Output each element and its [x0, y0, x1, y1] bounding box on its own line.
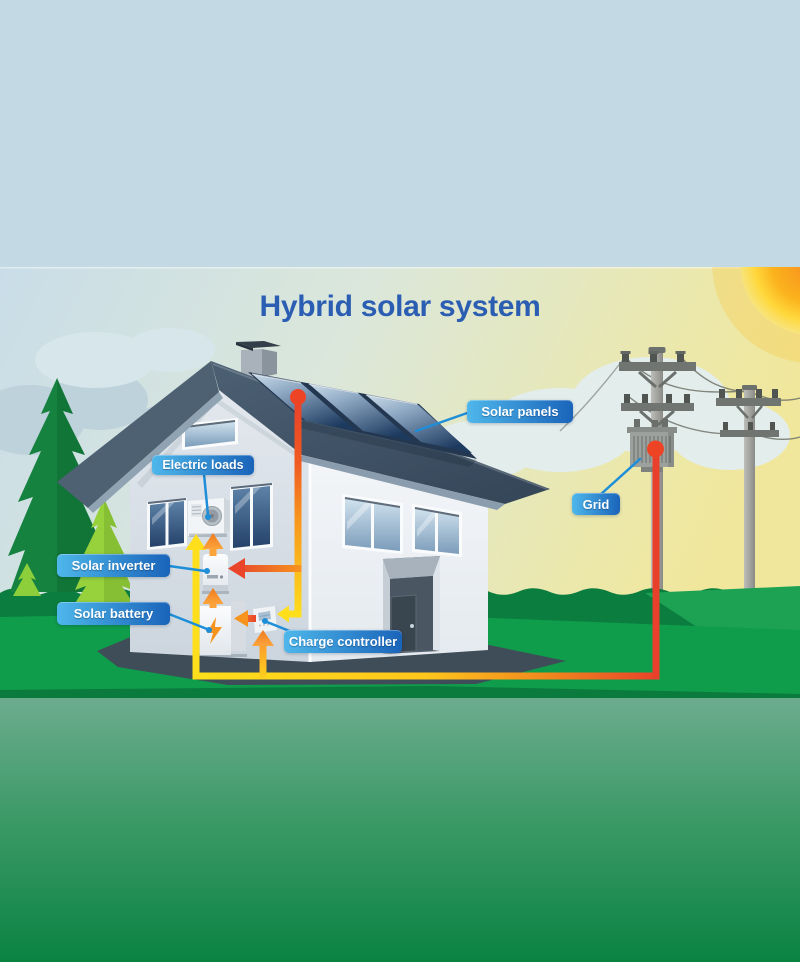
window-front-left — [147, 498, 187, 550]
sun-icon — [740, 267, 800, 334]
pointer-solar-inverter — [167, 564, 207, 573]
grass-sunlit-patch — [645, 586, 800, 634]
arrow-up-controller — [252, 630, 274, 646]
window-front-right — [230, 483, 273, 551]
grass-foreground-strip — [0, 686, 800, 698]
window-side-left — [342, 494, 403, 554]
house-corner-highlight — [308, 452, 312, 662]
lightning-bolt-icon — [207, 617, 222, 644]
bottom-green-band — [0, 698, 800, 962]
pine-tree-small — [13, 563, 41, 596]
top-sky-band — [0, 0, 800, 267]
arrow-inverter-to-loads — [202, 533, 224, 549]
arrow-into-inverter — [228, 558, 245, 579]
energy-flow — [185, 389, 664, 680]
label-grid: Grid — [572, 493, 620, 515]
pointer-grid — [598, 457, 642, 497]
pointer-electric-loads — [202, 472, 210, 517]
label-solar-battery: Solar battery — [57, 602, 170, 625]
chimney — [236, 341, 281, 379]
attic-window — [182, 418, 238, 450]
arrow-into-controller — [277, 605, 289, 623]
frame-top-line — [0, 267, 800, 269]
arrow-up-loads-yellow — [185, 534, 207, 550]
door-handle — [410, 624, 414, 628]
label-solar-panels: Solar panels — [467, 400, 573, 423]
label-electric-loads: Electric loads — [152, 455, 254, 475]
pointer-solar-battery — [167, 612, 209, 631]
grid-to-loads-line — [192, 549, 200, 680]
label-charge-controller: Charge controller — [284, 630, 402, 653]
page-title: Hybrid solar system — [259, 290, 541, 323]
pv-flow-line — [294, 397, 302, 618]
arrow-battery-to-inverter — [202, 588, 224, 604]
window-side-right — [412, 504, 462, 557]
inverter-unit — [202, 554, 229, 594]
arrow-controller-to-battery — [234, 610, 248, 627]
pointer-solar-panels — [414, 410, 472, 433]
grid-connection-dot — [647, 440, 664, 458]
ground-flow-line — [193, 672, 660, 680]
label-solar-inverter: Solar inverter — [57, 554, 170, 577]
grid-flow-line — [652, 448, 660, 680]
pine-tree-light — [72, 498, 136, 608]
power-pole-secondary — [716, 385, 781, 601]
pv-connection-dot — [290, 389, 306, 405]
